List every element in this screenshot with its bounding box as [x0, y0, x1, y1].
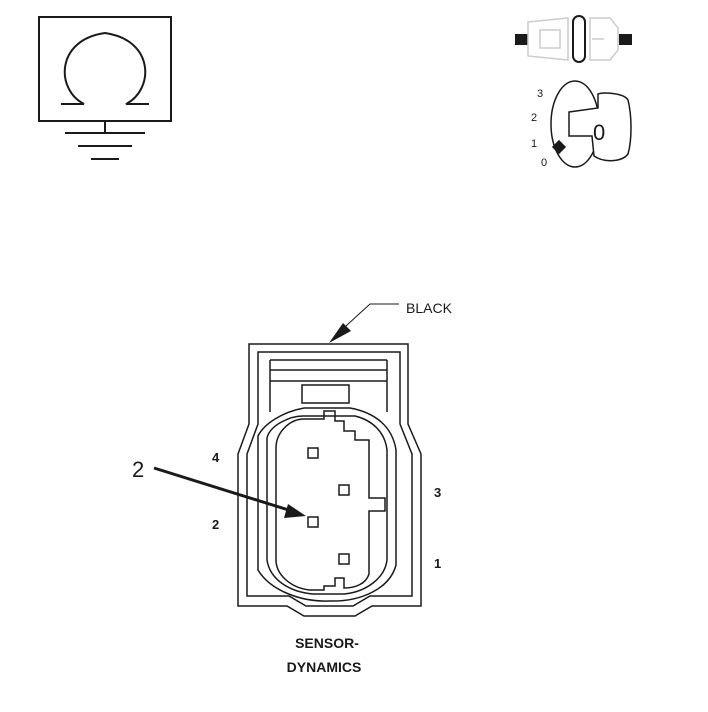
connector-face: [237, 343, 422, 617]
key-position-3: 3: [537, 88, 543, 100]
caption-line-1: SENSOR-: [295, 635, 359, 651]
pin-label-3: 3: [434, 485, 441, 500]
disconnect-connector-icon: [515, 15, 632, 63]
callout-arrow: [153, 466, 306, 518]
caption-line-2: DYNAMICS: [287, 659, 362, 675]
connector-color-label: BLACK: [406, 300, 453, 316]
key-symbol: 0: [593, 120, 605, 145]
ohmmeter-ground-icon: [38, 16, 172, 160]
pin-label-1: 1: [434, 556, 441, 571]
pin-label-4: 4: [212, 450, 220, 465]
key-position-1: 1: [531, 138, 537, 150]
key-position-2: 2: [531, 112, 537, 124]
ignition-key-off-icon: 0 3 2 1 0: [531, 80, 632, 169]
color-leader-arrow: [329, 303, 399, 343]
callout-number: 2: [132, 457, 144, 482]
pin-label-2: 2: [212, 517, 219, 532]
key-position-0: 0: [541, 157, 547, 169]
